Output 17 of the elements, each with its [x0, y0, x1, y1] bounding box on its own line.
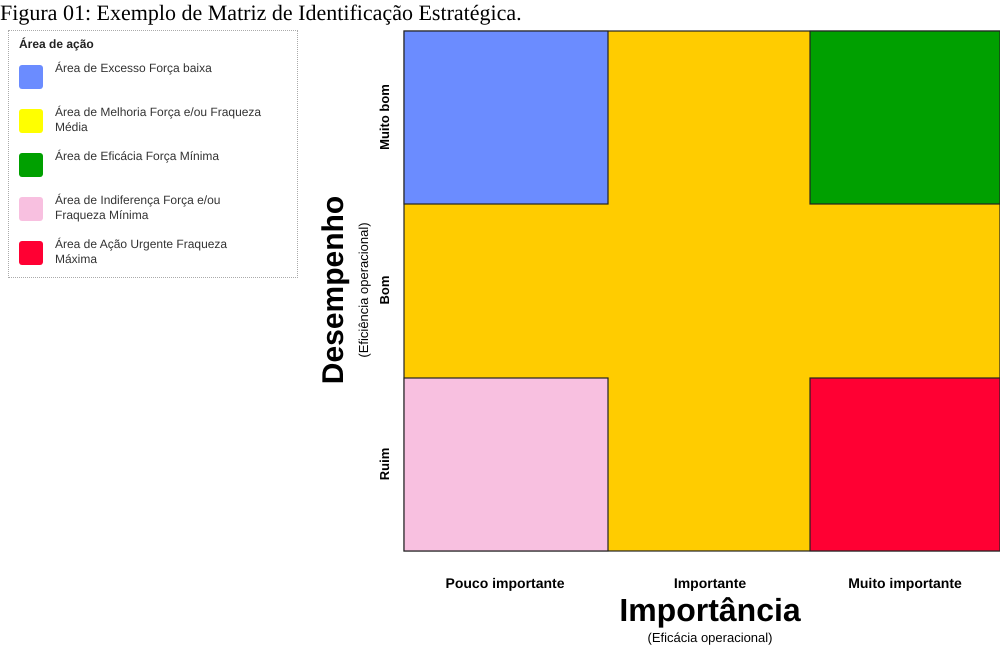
axis-subtitle: (Eficiência operacional)	[356, 221, 372, 360]
legend-label: Área de Excesso Força baixa	[55, 61, 213, 76]
legend-label: Área de Melhoria Força e/ou Fraqueza Média	[55, 105, 262, 135]
row-label: Bom	[376, 274, 393, 306]
axis-title: Desempenho	[316, 194, 351, 386]
column-label: Pouco importante	[444, 574, 566, 593]
legend-label: Área de Indiferença Força e/ou Fraqueza Mínima	[55, 193, 222, 223]
axis-title: Importância	[618, 591, 802, 630]
legend-label: Área de Ação Urgente Fraqueza Máxima	[55, 237, 228, 267]
column-label: Importante	[672, 574, 748, 593]
row-label: Ruim	[376, 446, 393, 482]
figure-title: Figura 01: Exemplo de Matriz de Identificação Estratégica.	[0, 0, 522, 26]
axis-subtitle: (Eficácia operacional)	[646, 629, 774, 647]
row-label: Muito bom	[376, 83, 393, 152]
legend-label: Área de Eficácia Força Mínima	[55, 149, 220, 164]
legend-title: Área de ação	[19, 37, 94, 51]
column-label: Muito importante	[847, 574, 963, 593]
